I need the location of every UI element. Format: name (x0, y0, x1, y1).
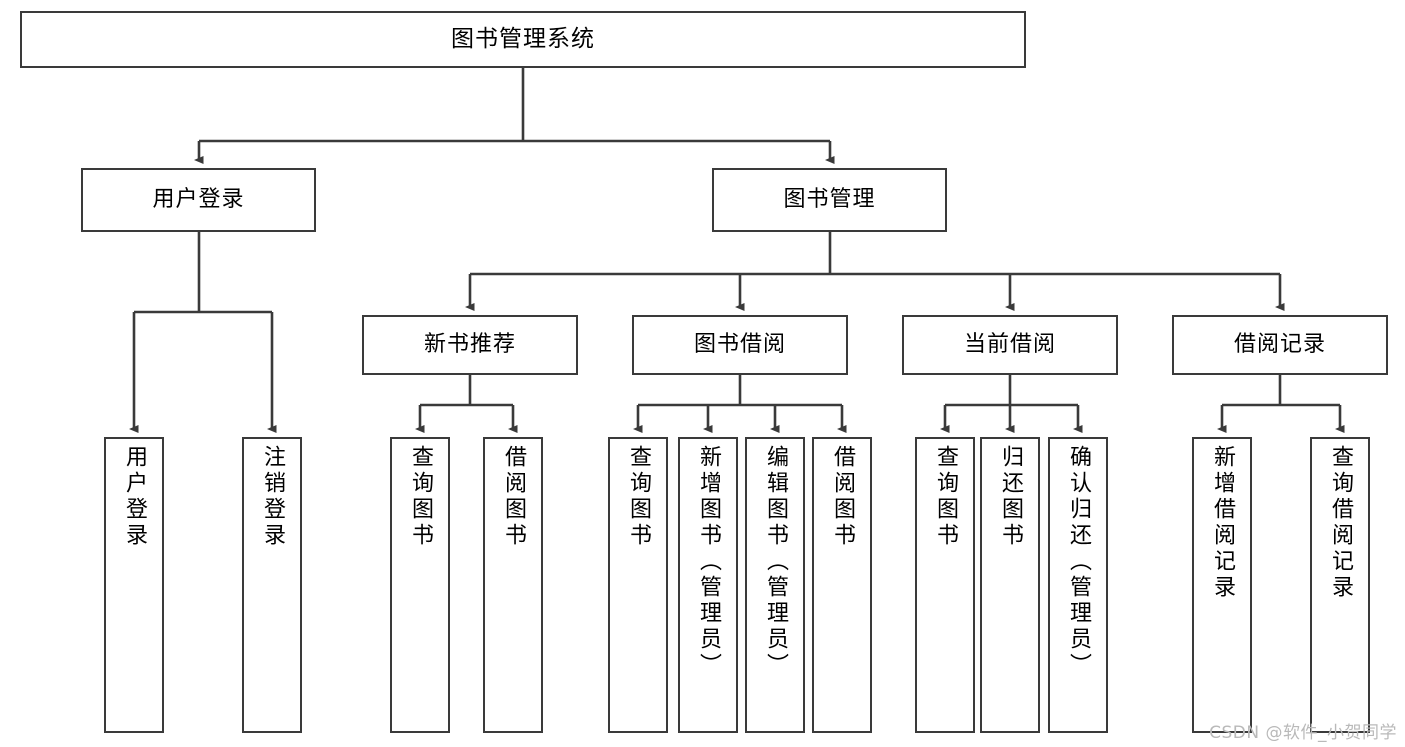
node-leaf-add-book-label: 新增图书（管理员） (696, 445, 721, 679)
node-leaf-query-book-1-label: 查询图书 (408, 445, 433, 549)
node-leaf-edit-book-label: 编辑图书（管理员） (763, 445, 788, 679)
node-new-book-recommend-label: 新书推荐 (423, 332, 516, 358)
watermark-text: CSDN @软件_小贺同学 (1209, 723, 1397, 743)
node-book-borrow-label: 图书借阅 (693, 332, 786, 358)
node-root-label: 图书管理系统 (451, 26, 595, 53)
node-leaf-return-book-label: 归还图书 (998, 445, 1023, 549)
node-leaf-user-login[interactable]: 用户登录 (104, 437, 164, 733)
node-current-borrow[interactable]: 当前借阅 (902, 315, 1118, 375)
node-leaf-borrow-book-1-label: 借阅图书 (501, 445, 526, 549)
node-leaf-query-record[interactable]: 查询借阅记录 (1310, 437, 1370, 733)
node-borrow-record-label: 借阅记录 (1233, 332, 1326, 358)
node-leaf-user-login-label: 用户登录 (122, 445, 147, 549)
node-user-login[interactable]: 用户登录 (81, 168, 316, 232)
node-leaf-add-book[interactable]: 新增图书（管理员） (678, 437, 738, 733)
node-leaf-borrow-book-2[interactable]: 借阅图书 (812, 437, 872, 733)
node-leaf-user-logout[interactable]: 注销登录 (242, 437, 302, 733)
node-leaf-query-book-1[interactable]: 查询图书 (390, 437, 450, 733)
node-leaf-borrow-book-2-label: 借阅图书 (830, 445, 855, 549)
node-book-manage-label: 图书管理 (783, 187, 876, 213)
node-leaf-add-record[interactable]: 新增借阅记录 (1192, 437, 1252, 733)
node-leaf-user-logout-label: 注销登录 (260, 445, 285, 549)
node-current-borrow-label: 当前借阅 (963, 332, 1056, 358)
node-leaf-query-book-2[interactable]: 查询图书 (608, 437, 668, 733)
node-leaf-query-book-3-label: 查询图书 (933, 445, 958, 549)
node-leaf-query-record-label: 查询借阅记录 (1328, 445, 1353, 601)
node-borrow-record[interactable]: 借阅记录 (1172, 315, 1388, 375)
node-book-manage[interactable]: 图书管理 (712, 168, 947, 232)
node-leaf-confirm-return-label: 确认归还（管理员） (1066, 445, 1091, 679)
node-leaf-query-book-3[interactable]: 查询图书 (915, 437, 975, 733)
node-book-borrow[interactable]: 图书借阅 (632, 315, 848, 375)
node-leaf-confirm-return[interactable]: 确认归还（管理员） (1048, 437, 1108, 733)
node-leaf-borrow-book-1[interactable]: 借阅图书 (483, 437, 543, 733)
node-new-book-recommend[interactable]: 新书推荐 (362, 315, 578, 375)
node-root[interactable]: 图书管理系统 (20, 11, 1026, 68)
node-leaf-edit-book[interactable]: 编辑图书（管理员） (745, 437, 805, 733)
node-user-login-label: 用户登录 (152, 187, 245, 213)
node-leaf-return-book[interactable]: 归还图书 (980, 437, 1040, 733)
node-leaf-add-record-label: 新增借阅记录 (1210, 445, 1235, 601)
node-leaf-query-book-2-label: 查询图书 (626, 445, 651, 549)
